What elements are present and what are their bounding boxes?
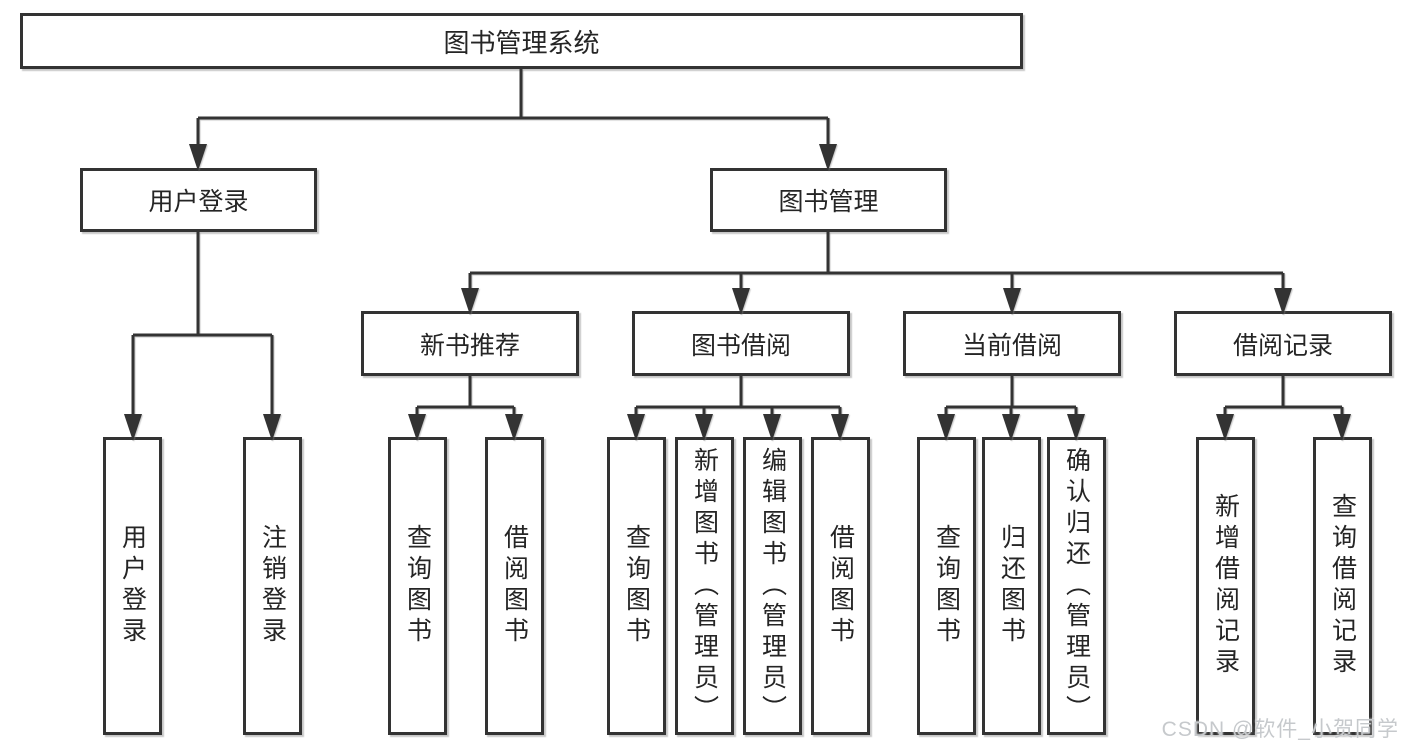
node-leaf-query-borrow-record: 查询借阅记录 [1313,437,1372,735]
node-book-management: 图书管理 [710,168,947,232]
watermark-text: CSDN @软件_小贺同学 [1161,718,1399,741]
node-leaf-logout: 注销登录 [243,437,302,735]
node-leaf-add-book-admin: 新增图书（管理员） [675,437,734,735]
node-book-borrowing: 图书借阅 [632,311,850,376]
node-leaf-return-books: 归还图书 [982,437,1041,735]
arrowhead [819,144,837,171]
node-current-borrowing: 当前借阅 [903,311,1121,376]
node-leaf-query-books-borrowing: 查询图书 [607,437,666,735]
node-borrowing-records: 借阅记录 [1174,311,1392,376]
node-leaf-borrow-books-newrec: 借阅图书 [485,437,544,735]
node-leaf-edit-book-admin: 编辑图书（管理员） [743,437,802,735]
node-root: 图书管理系统 [20,13,1023,69]
node-leaf-query-books-newrec: 查询图书 [388,437,447,735]
node-new-book-recommendation: 新书推荐 [361,311,579,376]
node-leaf-borrow-books-borrowing: 借阅图书 [811,437,870,735]
node-leaf-user-login: 用户登录 [103,437,162,735]
arrowhead [189,144,207,171]
node-user-login: 用户登录 [80,168,317,232]
node-leaf-confirm-return-admin: 确认归还（管理员） [1047,437,1106,735]
node-leaf-query-books-current: 查询图书 [917,437,976,735]
node-leaf-add-borrow-record: 新增借阅记录 [1196,437,1255,735]
